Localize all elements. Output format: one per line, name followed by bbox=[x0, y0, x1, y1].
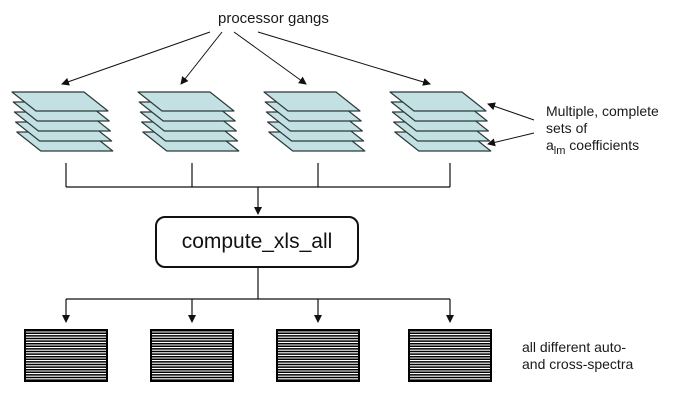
spectra-box bbox=[408, 329, 492, 382]
coefficient-stack bbox=[137, 91, 240, 152]
alm-subscript: lm bbox=[553, 145, 566, 157]
coefficients-note-line2: sets of bbox=[546, 120, 588, 136]
gang-arrow bbox=[61, 31, 211, 86]
gang-arrow bbox=[257, 31, 431, 86]
spectra-note-line1: all different auto- bbox=[522, 339, 627, 355]
coefficient-stack bbox=[389, 91, 492, 152]
gang-arrow bbox=[233, 31, 307, 85]
alm-layer bbox=[389, 91, 487, 112]
spectra-box bbox=[24, 329, 108, 382]
spectra-box bbox=[276, 329, 360, 382]
coefficients-note: Multiple, complete sets of alm coefficie… bbox=[546, 103, 659, 157]
processor-gangs-label: processor gangs bbox=[218, 10, 329, 27]
spectra-note-line2: and cross-spectra bbox=[522, 356, 634, 372]
gang-arrow bbox=[180, 31, 223, 85]
coefficient-note-arrows bbox=[487, 102, 535, 147]
merge-connector bbox=[65, 163, 451, 215]
note-arrow-bottom bbox=[487, 132, 535, 147]
coefficients-note-line3: alm coefficients bbox=[546, 137, 659, 157]
coefficient-stack bbox=[11, 91, 114, 152]
coefficient-stack bbox=[263, 91, 366, 152]
coefficients-note-line1: Multiple, complete bbox=[546, 103, 659, 119]
split-connector bbox=[62, 268, 454, 323]
alm-layer bbox=[263, 91, 361, 112]
alm-symbol: a bbox=[546, 137, 554, 153]
note-arrow-top bbox=[487, 102, 535, 121]
processor-gang-arrows bbox=[61, 31, 431, 86]
alm-layer bbox=[137, 91, 235, 112]
coefficients-word: coefficients bbox=[565, 137, 640, 153]
compute-xls-all-box: compute_xls_all bbox=[155, 216, 359, 268]
spectra-note: all different auto- and cross-spectra bbox=[522, 339, 633, 373]
alm-layer bbox=[11, 91, 109, 112]
spectra-box bbox=[150, 329, 234, 382]
compute-xls-all-label: compute_xls_all bbox=[181, 230, 333, 253]
coefficient-stacks bbox=[11, 91, 492, 152]
spectra-outputs bbox=[24, 329, 492, 382]
